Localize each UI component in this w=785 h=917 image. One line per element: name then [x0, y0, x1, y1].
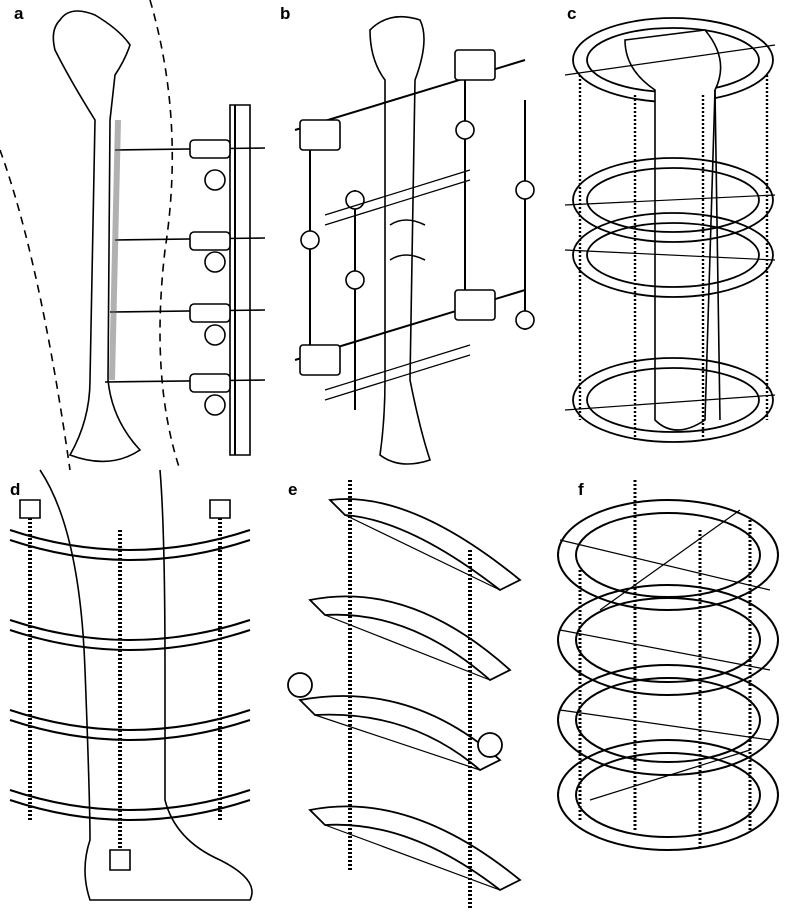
panel-e: e — [270, 470, 550, 917]
circular-frame-tibia-illustration — [555, 0, 785, 470]
panel-a: a — [0, 0, 270, 470]
panel-d: d — [0, 470, 270, 917]
panel-b: b — [270, 0, 555, 470]
tibia-frame-illustration — [270, 0, 555, 470]
panel-label-b: b — [280, 4, 291, 23]
panel-label-c: c — [567, 4, 577, 23]
panel-c: c — [555, 0, 785, 470]
panel-label-e: e — [288, 480, 298, 499]
panel-label-a: a — [14, 4, 24, 23]
half-ring-frame-illustration — [270, 470, 550, 917]
panel-label-f: f — [578, 480, 584, 499]
femur-fixator-illustration — [0, 0, 270, 470]
panel-f: f — [550, 470, 785, 917]
lower-leg-circular-frame-illustration — [0, 470, 270, 917]
stacked-rings-frame-illustration — [550, 470, 785, 917]
panel-label-d: d — [10, 480, 21, 499]
